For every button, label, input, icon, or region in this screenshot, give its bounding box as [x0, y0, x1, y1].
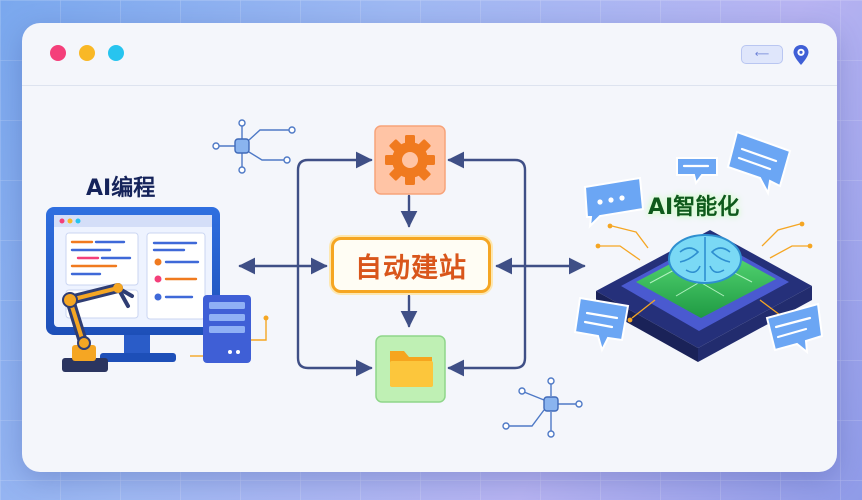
ai-brain-chip-icon	[573, 130, 824, 362]
chat-bubble-icon-2	[676, 157, 718, 186]
maximize-window-dot[interactable]	[108, 45, 124, 61]
minimize-window-dot[interactable]	[79, 45, 95, 61]
chat-bubble-icon-3	[726, 130, 792, 197]
ai-intelligence-label: AI智能化	[648, 195, 740, 220]
ai-programming-label: AI编程	[86, 176, 156, 201]
auto-site-building-label: 自动建站	[355, 252, 467, 284]
gear-icon	[385, 135, 435, 185]
back-arrow-icon: ⟵	[754, 48, 770, 60]
flow-arrows	[238, 151, 586, 377]
loop-right	[447, 151, 527, 377]
gear-box	[374, 125, 446, 195]
network-node-icon-top	[212, 119, 296, 174]
chat-bubble-icon-4	[573, 296, 630, 353]
close-window-dot[interactable]	[50, 45, 66, 61]
folder-box	[375, 335, 446, 403]
chat-bubble-icon-1	[583, 176, 645, 229]
brain-icon	[668, 234, 742, 284]
chat-bubble-icon-5	[765, 302, 824, 355]
loop-left	[296, 151, 373, 377]
back-button[interactable]: ⟵	[741, 45, 783, 64]
folder-icon	[390, 351, 433, 387]
location-pin-icon[interactable]	[792, 44, 810, 66]
auto-site-building-box: 自动建站	[331, 237, 491, 293]
window-titlebar: ⟵	[22, 23, 837, 86]
network-node-icon-bottom	[502, 377, 583, 438]
computer-robot-arm-icon	[46, 207, 269, 372]
